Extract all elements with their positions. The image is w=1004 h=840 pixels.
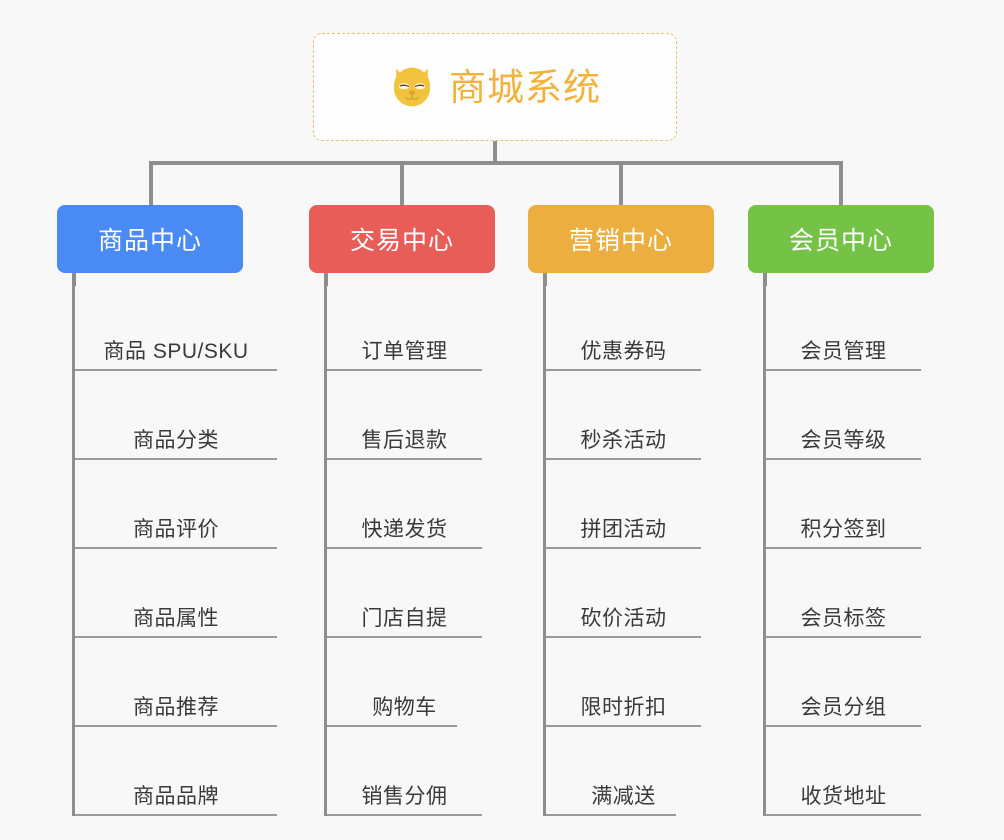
leaf-item-label: 商品 SPU/SKU xyxy=(103,340,249,363)
leaf-item[interactable]: 会员管理 xyxy=(766,282,921,371)
leaf-item[interactable]: 满减送 xyxy=(546,727,701,816)
dog-face-icon xyxy=(394,67,430,107)
leaf-item-rule xyxy=(766,636,921,638)
leaf-item-rule xyxy=(75,369,277,371)
leaf-column-product: 商品 SPU/SKU 商品分类 商品评价 商品属性 商品推荐 商品品牌 xyxy=(72,282,277,816)
leaf-item-rule xyxy=(766,814,921,816)
leaf-item-label: 购物车 xyxy=(372,696,437,719)
leaf-item-label: 秒杀活动 xyxy=(580,429,667,452)
leaf-item[interactable]: 快递发货 xyxy=(327,460,482,549)
leaf-item-rule xyxy=(75,547,277,549)
leaf-item-label: 快递发货 xyxy=(361,518,448,541)
leaf-item[interactable]: 销售分佣 xyxy=(327,727,482,816)
leaf-item-rule xyxy=(766,458,921,460)
leaf-item[interactable]: 优惠券码 xyxy=(546,282,701,371)
leaf-item-rule xyxy=(75,636,277,638)
root-title: 商城系统 xyxy=(449,66,601,108)
leaf-item[interactable]: 商品品牌 xyxy=(75,727,277,816)
leaf-item-label: 订单管理 xyxy=(361,340,448,363)
leaf-item-rule xyxy=(327,814,482,816)
leaf-item-rule xyxy=(327,458,482,460)
leaf-item[interactable]: 收货地址 xyxy=(766,727,921,816)
connector-drop-4 xyxy=(839,161,843,205)
leaf-item[interactable]: 商品推荐 xyxy=(75,638,277,727)
leaf-item-label: 门店自提 xyxy=(361,607,448,630)
leaf-item[interactable]: 购物车 xyxy=(327,638,482,727)
leaf-item[interactable]: 售后退款 xyxy=(327,371,482,460)
leaf-item-rule xyxy=(546,636,701,638)
leaf-item-rule xyxy=(327,369,482,371)
leaf-item-label: 商品评价 xyxy=(133,518,219,541)
leaf-item-rule xyxy=(546,814,676,816)
leaf-item-label: 积分签到 xyxy=(800,518,887,541)
leaf-item-label: 商品属性 xyxy=(133,607,219,630)
leaf-column-member: 会员管理 会员等级 积分签到 会员标签 会员分组 收货地址 xyxy=(763,282,921,816)
leaf-item-rule xyxy=(75,725,277,727)
category-label: 营销中心 xyxy=(568,227,673,255)
leaf-item-label: 收货地址 xyxy=(800,785,887,808)
leaf-item-label: 商品推荐 xyxy=(133,696,219,719)
leaf-item-label: 商品品牌 xyxy=(133,785,219,808)
leaf-item-rule xyxy=(766,725,921,727)
leaf-item-rule xyxy=(546,458,701,460)
leaf-item-label: 拼团活动 xyxy=(580,518,667,541)
leaf-item-label: 销售分佣 xyxy=(361,785,448,808)
leaf-item-label: 会员标签 xyxy=(800,607,887,630)
leaf-item[interactable]: 订单管理 xyxy=(327,282,482,371)
leaf-item[interactable]: 秒杀活动 xyxy=(546,371,701,460)
connector-spine-2 xyxy=(324,272,328,286)
connector-drop-1 xyxy=(149,161,153,205)
leaf-item-rule xyxy=(327,725,457,727)
category-box-member[interactable]: 会员中心 xyxy=(748,205,934,273)
category-label: 交易中心 xyxy=(349,227,454,255)
leaf-item-label: 限时折扣 xyxy=(580,696,667,719)
leaf-item[interactable]: 商品属性 xyxy=(75,549,277,638)
leaf-item-rule xyxy=(546,725,701,727)
leaf-item[interactable]: 砍价活动 xyxy=(546,549,701,638)
leaf-item[interactable]: 会员标签 xyxy=(766,549,921,638)
leaf-column-marketing: 优惠券码 秒杀活动 拼团活动 砍价活动 限时折扣 满减送 xyxy=(543,282,701,816)
leaf-item[interactable]: 商品 SPU/SKU xyxy=(75,282,277,371)
leaf-item-label: 会员分组 xyxy=(800,696,887,719)
connector-drop-2 xyxy=(400,161,404,205)
connector-root-stem xyxy=(493,141,497,165)
leaf-item[interactable]: 商品分类 xyxy=(75,371,277,460)
leaf-item-rule xyxy=(75,458,277,460)
root-node[interactable]: 商城系统 xyxy=(313,33,677,141)
leaf-item-rule xyxy=(327,547,482,549)
leaf-item[interactable]: 门店自提 xyxy=(327,549,482,638)
category-box-marketing[interactable]: 营销中心 xyxy=(528,205,714,273)
connector-spine-3 xyxy=(543,272,547,286)
category-box-product[interactable]: 商品中心 xyxy=(57,205,243,273)
leaf-item[interactable]: 会员分组 xyxy=(766,638,921,727)
leaf-item-rule xyxy=(327,636,482,638)
leaf-item-rule xyxy=(766,547,921,549)
leaf-item[interactable]: 限时折扣 xyxy=(546,638,701,727)
leaf-item-label: 砍价活动 xyxy=(580,607,667,630)
leaf-item-label: 会员管理 xyxy=(800,340,887,363)
leaf-item[interactable]: 拼团活动 xyxy=(546,460,701,549)
category-box-trade[interactable]: 交易中心 xyxy=(309,205,495,273)
leaf-column-trade: 订单管理 售后退款 快递发货 门店自提 购物车 销售分佣 xyxy=(324,282,482,816)
leaf-item-rule xyxy=(766,369,921,371)
category-label: 商品中心 xyxy=(97,227,202,255)
connector-trunk-bar xyxy=(149,161,843,165)
leaf-item-rule xyxy=(546,369,701,371)
connector-spine-1 xyxy=(72,272,76,286)
leaf-item[interactable]: 会员等级 xyxy=(766,371,921,460)
leaf-item[interactable]: 积分签到 xyxy=(766,460,921,549)
leaf-item-label: 优惠券码 xyxy=(580,340,667,363)
leaf-item-rule xyxy=(546,547,701,549)
leaf-item-label: 满减送 xyxy=(591,785,656,808)
category-label: 会员中心 xyxy=(788,227,893,255)
leaf-item[interactable]: 商品评价 xyxy=(75,460,277,549)
connector-drop-3 xyxy=(619,161,623,205)
leaf-item-label: 售后退款 xyxy=(361,429,448,452)
connector-spine-4 xyxy=(763,272,767,286)
leaf-item-label: 会员等级 xyxy=(800,429,887,452)
leaf-item-label: 商品分类 xyxy=(133,429,219,452)
leaf-item-rule xyxy=(75,814,277,816)
